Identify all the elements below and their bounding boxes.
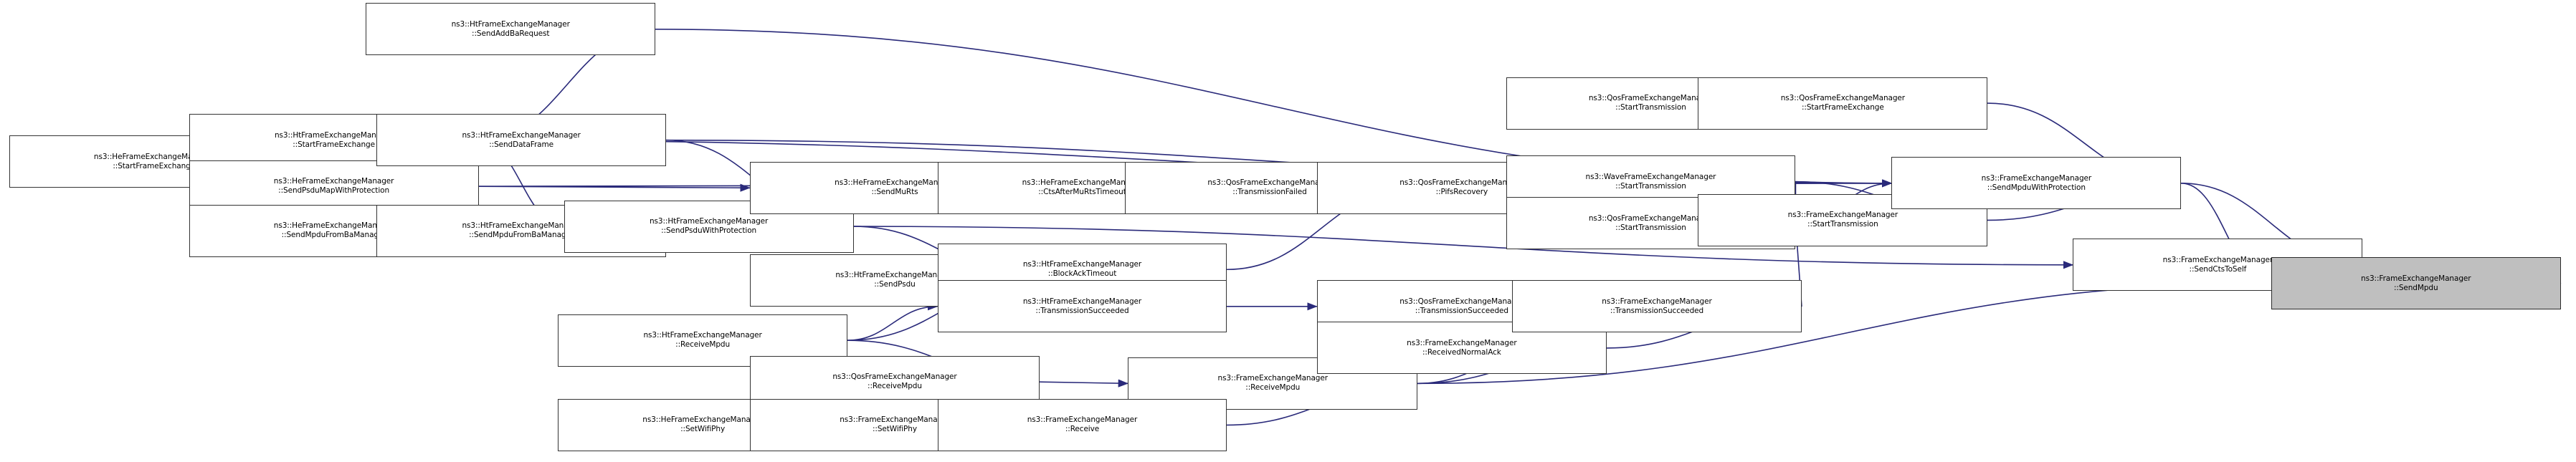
node-label-line1: ns3::HtFrameExchangeManager [274,130,394,140]
node-label-line1: ns3::FrameExchangeManager [1602,297,1712,306]
node-label-line2: ::SendPsdu [874,280,916,289]
node-label-line1: ns3::HeFrameExchangeManager [273,177,394,186]
graph-node-fem_transmissionsucceeded[interactable]: ns3::FrameExchangeManager::TransmissionS… [1512,280,1802,333]
node-label-line1: ns3::FrameExchangeManager [1787,211,1898,220]
node-label-line2: ::StartTransmission [1615,103,1686,112]
node-label-line2: ::SendMpduWithProtection [1987,183,2086,192]
node-label-line1: ns3::HtFrameExchangeManager [462,130,581,140]
node-label-line2: ::ReceiveMpdu [675,340,731,350]
node-label-line1: ns3::QosFrameExchangeManager [832,372,957,382]
node-label-line2: ::StartFrameExchange [113,161,196,170]
graph-edge [1039,379,1129,388]
node-label-line1: ns3::HtFrameExchangeManager [835,271,954,280]
node-label-line1: ns3::QosFrameExchangeManager [1588,94,1714,103]
node-label-line2: ::SendDataFrame [489,140,553,149]
graph-node-fem_receive[interactable]: ns3::FrameExchangeManager::Receive [937,398,1227,451]
node-label-line2: ::SendMpduFromBaManager [281,231,386,240]
node-label-line1: ns3::FrameExchangeManager [840,415,950,425]
graph-node-fem_sendmpduwithprotection[interactable]: ns3::FrameExchangeManager::SendMpduWithP… [1891,157,2182,210]
node-label-line2: ::SendCtsToSelf [2189,264,2247,274]
node-label-line1: ns3::HeFrameExchangeManager [273,221,394,231]
node-label-line2: ::Receive [1065,425,1100,434]
node-label-line2: ::TransmissionSucceeded [1035,306,1129,315]
node-label-line2: ::SendAddBaRequest [472,29,550,38]
node-label-line2: ::PifsRecovery [1435,188,1488,197]
node-label-line2: ::TransmissionSucceeded [1415,306,1508,315]
node-label-line1: ns3::QosFrameExchangeManager [1399,178,1524,188]
node-label-line1: ns3::QosFrameExchangeManager [1207,178,1332,188]
node-label-line2: ::BlockAckTimeout [1047,269,1117,279]
node-label-line2: ::SendMpduFromBaManager [469,231,574,240]
graph-node-ht_sendaddbarequest[interactable]: ns3::HtFrameExchangeManager::SendAddBaRe… [366,3,656,56]
node-label-line2: ::TransmissionFailed [1232,188,1307,197]
node-label-line2: ::StartTransmission [1615,223,1686,232]
node-label-line2: ::TransmissionSucceeded [1610,306,1704,315]
node-label-line1: ns3::FrameExchangeManager [2162,255,2273,264]
graph-edge [847,302,938,341]
node-label-line2: ::StartTransmission [1807,220,1878,229]
node-label-line2: ::SendPsduWithProtection [661,226,757,236]
node-label-line2: ::CtsAfterMuRtsTimeout [1038,188,1126,197]
node-label-line2: ::StartFrameExchange [1801,103,1884,112]
node-label-line2: ::ReceiveMpdu [1245,383,1301,393]
node-label-line1: ns3::FrameExchangeManager [2361,274,2471,283]
node-label-line2: ::SendPsduMapWithProtection [278,186,390,196]
node-label-line1: ns3::QosFrameExchangeManager [1780,94,1905,103]
node-label-line2: ::ReceiveMpdu [868,382,922,391]
node-label-line2: ::SendMuRts [871,188,918,197]
graph-node-ht_senddataframe[interactable]: ns3::HtFrameExchangeManager::SendDataFra… [376,114,667,167]
graph-node-fem_sendmpdu[interactable]: ns3::FrameExchangeManager::SendMpdu [2271,257,2561,310]
node-label-line1: ns3::FrameExchangeManager [1027,415,1138,425]
node-label-line1: ns3::QosFrameExchangeManager [1588,213,1714,223]
node-label-line1: ns3::HeFrameExchangeManager [642,415,763,425]
node-label-line2: ::SetWifiPhy [680,425,726,434]
node-label-line1: ns3::FrameExchangeManager [1217,374,1329,383]
node-label-line1: ns3::WaveFrameExchangeManager [1585,172,1716,181]
node-label-line2: ::StartFrameExchange [293,140,375,149]
node-label-line2: ::SetWifiPhy [872,425,917,434]
graph-edge [478,183,751,192]
node-label-line1: ns3::QosFrameExchangeManager [1399,297,1524,306]
node-label-line2: ::ReceivedNormalAck [1422,347,1501,357]
node-label-line1: ns3::FrameExchangeManager [1981,173,2092,183]
node-label-line1: ns3::HeFrameExchangeManager [93,152,214,161]
graph-node-qos_startframeexchange[interactable]: ns3::QosFrameExchangeManager::StartFrame… [1698,77,1988,130]
node-label-line2: ::SendMpdu [2393,283,2438,292]
node-label-line1: ns3::HtFrameExchangeManager [462,221,581,231]
node-label-line2: ::StartTransmission [1615,181,1686,191]
node-label-line1: ns3::FrameExchangeManager [1407,338,1517,347]
node-label-line1: ns3::HtFrameExchangeManager [451,19,570,29]
node-label-line1: ns3::HtFrameExchangeManager [1022,260,1142,269]
node-label-line1: ns3::HtFrameExchangeManager [1022,297,1142,306]
node-label-line1: ns3::HtFrameExchangeManager [649,217,769,226]
node-label-line1: ns3::HtFrameExchangeManager [643,331,762,340]
graph-node-ht_transmissionsucceeded[interactable]: ns3::HtFrameExchangeManager::Transmissio… [937,280,1227,333]
